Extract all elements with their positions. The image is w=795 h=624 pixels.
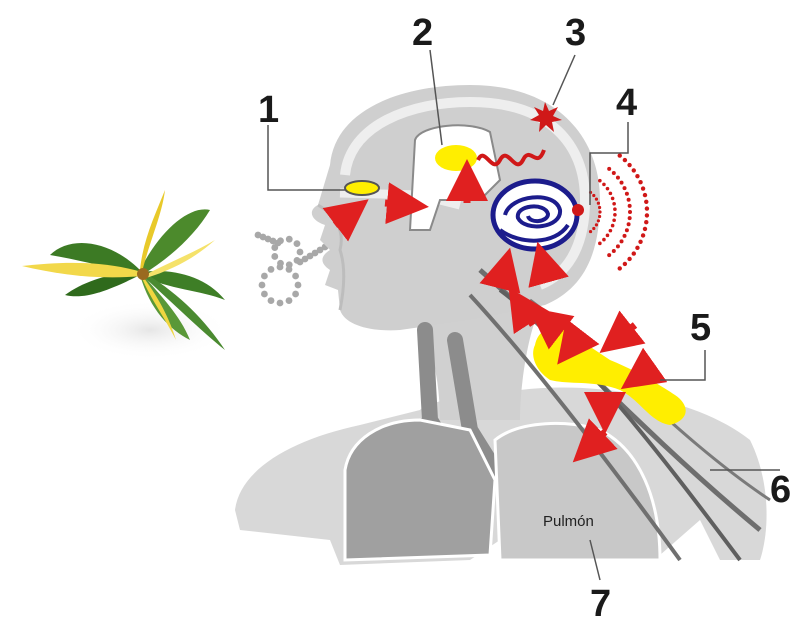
wave-dot: [632, 168, 636, 172]
wave-dot: [645, 213, 649, 217]
wave-dot: [602, 238, 606, 242]
wave-dot: [645, 206, 649, 210]
molecule-dot: [268, 266, 275, 273]
molecule-dot: [297, 249, 304, 256]
wave-dot: [612, 202, 616, 206]
wave-dot: [623, 158, 627, 162]
wave-dot: [620, 181, 624, 185]
callout-3: 3: [565, 12, 586, 54]
ylang-ylang-flower-icon: [22, 190, 230, 360]
wave-dot: [592, 194, 595, 197]
wave-dot: [635, 246, 639, 250]
molecule-dot: [294, 240, 301, 247]
aroma-molecule-icon: [255, 232, 329, 307]
wave-dot: [598, 215, 601, 218]
wave-dot: [606, 187, 610, 191]
callout-6: 6: [770, 469, 791, 511]
wave-dot: [595, 223, 598, 226]
molecule-dot: [271, 253, 278, 260]
molecule-dot: [277, 300, 284, 307]
callout-4: 4: [616, 82, 637, 124]
wave-dot: [627, 163, 631, 167]
wave-dot: [625, 228, 629, 232]
wave-dot: [609, 229, 613, 233]
callout-1: 1: [258, 89, 279, 131]
limbic-yellow-oval: [435, 145, 477, 171]
wave-dot: [595, 198, 598, 201]
wave-dot: [597, 219, 600, 222]
wave-dot: [628, 204, 632, 208]
wave-dot: [612, 171, 616, 175]
wave-dot: [627, 198, 631, 202]
wave-dot: [644, 220, 648, 224]
wave-dot: [607, 167, 611, 171]
callout-5: 5: [690, 307, 711, 349]
molecule-dot: [286, 261, 293, 268]
wave-dot: [632, 251, 636, 255]
molecule-dot: [286, 236, 293, 243]
wave-dot: [611, 197, 615, 201]
callout-2: 2: [412, 12, 433, 54]
molecule-dot: [295, 282, 302, 289]
wave-dot: [623, 234, 627, 238]
wave-dot: [628, 216, 632, 220]
wave-dot: [613, 213, 617, 217]
wave-dot: [598, 242, 602, 246]
wave-dot: [616, 244, 620, 248]
olfactory-bulb: [345, 181, 379, 195]
wave-dot: [612, 218, 616, 222]
wave-dot: [607, 253, 611, 257]
wave-dot: [616, 176, 620, 180]
wave-dot: [638, 240, 642, 244]
molecule-dot: [261, 291, 268, 298]
wave-dot: [627, 257, 631, 261]
molecule-dot: [292, 291, 299, 298]
wave-dot: [611, 224, 615, 228]
wave-dot: [613, 207, 617, 211]
wave-dot: [643, 193, 647, 197]
wave-dot: [635, 174, 639, 178]
wave-dot: [627, 222, 631, 226]
molecule-dot: [286, 297, 293, 304]
wave-dot: [589, 230, 592, 233]
molecule-dot: [261, 273, 268, 280]
wave-dot: [628, 210, 632, 214]
wave-dot: [623, 186, 627, 190]
wave-dot: [644, 200, 648, 204]
wave-dot: [598, 210, 601, 213]
wave-dot: [643, 227, 647, 231]
wave-dot: [625, 192, 629, 196]
wave-dot: [638, 180, 642, 184]
wave-dot: [623, 262, 627, 266]
wave-dot: [598, 179, 602, 183]
callout-7: 7: [590, 583, 611, 624]
wave-dot: [618, 266, 622, 270]
wave-dot: [620, 239, 624, 243]
molecule-dot: [259, 282, 266, 289]
wave-dot: [606, 234, 610, 238]
wave-dot: [598, 206, 601, 209]
molecule-dot: [292, 273, 299, 280]
wave-dot: [641, 233, 645, 237]
wave-dot: [592, 227, 595, 230]
wave-dot: [597, 202, 600, 205]
wave-dot: [618, 153, 622, 157]
molecule-dot: [275, 240, 282, 247]
molecule-dot: [268, 297, 275, 304]
wave-dot: [612, 249, 616, 253]
wave-dot: [641, 186, 645, 190]
lung-label: Pulmón: [543, 513, 594, 530]
wave-dot: [602, 183, 606, 187]
molecule-dot: [277, 260, 284, 267]
wave-dot: [609, 192, 613, 196]
